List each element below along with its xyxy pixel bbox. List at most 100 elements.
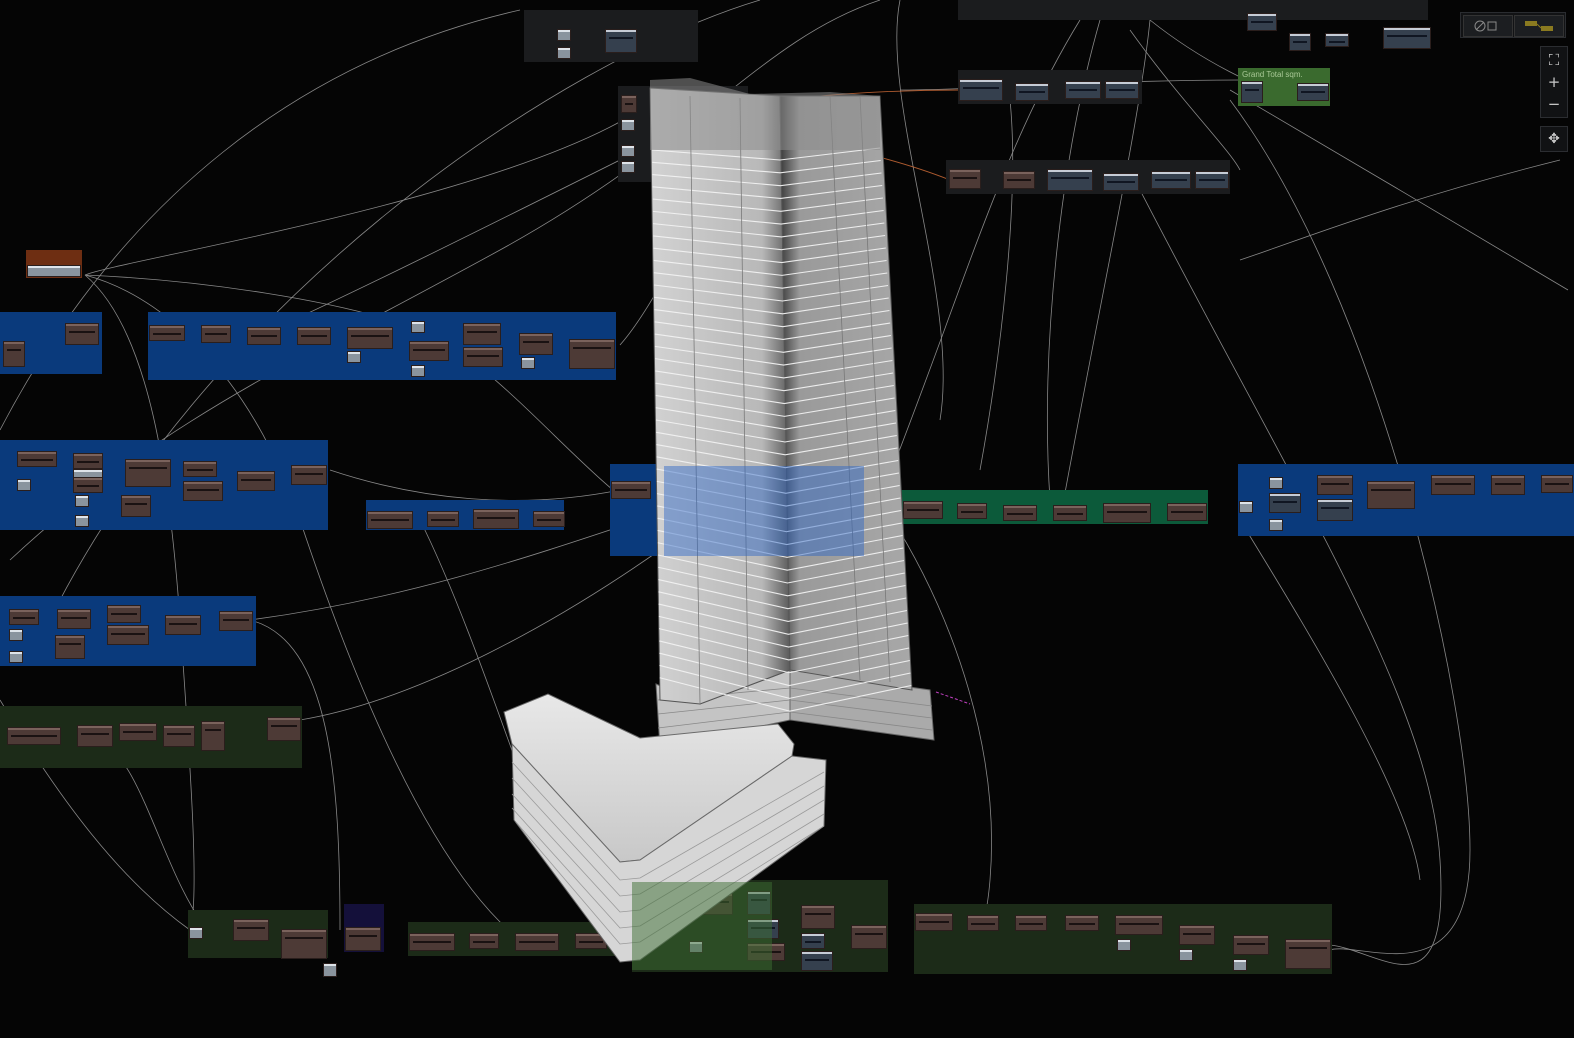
node[interactable] <box>802 934 824 948</box>
node[interactable] <box>464 348 502 366</box>
node[interactable] <box>1196 172 1228 188</box>
node[interactable] <box>428 512 458 526</box>
node[interactable] <box>1118 940 1130 950</box>
node[interactable] <box>164 726 194 746</box>
node[interactable] <box>1106 82 1138 98</box>
node[interactable] <box>120 724 156 740</box>
node[interactable] <box>570 340 614 368</box>
node[interactable] <box>108 626 148 644</box>
node[interactable] <box>220 612 252 630</box>
node[interactable] <box>1240 502 1252 512</box>
node[interactable] <box>622 96 636 112</box>
node[interactable] <box>622 162 634 172</box>
node[interactable] <box>202 722 224 750</box>
node[interactable] <box>410 934 454 950</box>
node[interactable] <box>150 326 184 340</box>
node[interactable] <box>10 630 22 640</box>
node[interactable] <box>166 616 200 634</box>
node[interactable] <box>248 328 280 344</box>
zoom-in-button[interactable]: + <box>1541 71 1567 93</box>
node[interactable] <box>606 30 636 52</box>
node[interactable] <box>1104 504 1150 522</box>
node[interactable] <box>1180 926 1214 944</box>
node[interactable] <box>1048 170 1092 190</box>
node[interactable] <box>1066 82 1100 98</box>
node[interactable] <box>1004 172 1034 188</box>
node[interactable] <box>28 266 80 276</box>
node[interactable] <box>1368 482 1414 508</box>
node[interactable] <box>1248 14 1276 30</box>
node[interactable] <box>1542 476 1572 492</box>
node[interactable] <box>76 516 88 526</box>
node[interactable] <box>58 610 90 628</box>
node[interactable] <box>802 906 834 928</box>
node[interactable] <box>1318 476 1352 494</box>
node[interactable] <box>916 914 952 930</box>
node[interactable] <box>1318 500 1352 520</box>
node[interactable] <box>184 482 222 500</box>
node[interactable] <box>324 964 336 976</box>
node[interactable] <box>56 636 84 658</box>
node[interactable] <box>558 48 570 58</box>
node[interactable] <box>1270 494 1300 512</box>
node[interactable] <box>108 606 140 622</box>
node[interactable] <box>74 470 102 478</box>
graph-preview-button[interactable] <box>1514 15 1564 37</box>
node[interactable] <box>464 324 500 344</box>
node[interactable] <box>1234 936 1268 954</box>
node[interactable] <box>1492 476 1524 494</box>
node[interactable] <box>576 934 606 948</box>
node[interactable] <box>522 358 534 368</box>
node[interactable] <box>558 30 570 40</box>
node[interactable] <box>18 480 30 490</box>
node[interactable] <box>470 934 498 948</box>
node[interactable] <box>622 146 634 156</box>
node[interactable] <box>8 728 60 744</box>
node[interactable] <box>1016 84 1048 100</box>
node[interactable] <box>534 512 564 526</box>
zoom-out-button[interactable]: − <box>1541 93 1567 115</box>
node[interactable] <box>1054 506 1086 520</box>
node[interactable] <box>1152 172 1190 188</box>
node[interactable] <box>78 726 112 746</box>
node[interactable] <box>410 342 448 360</box>
node[interactable] <box>74 478 102 492</box>
node[interactable] <box>968 916 998 930</box>
node[interactable] <box>268 718 300 740</box>
node[interactable] <box>412 366 424 376</box>
fit-view-button[interactable]: ⛶ <box>1541 49 1567 71</box>
node[interactable] <box>612 482 650 498</box>
node[interactable] <box>852 926 886 948</box>
node[interactable] <box>76 496 88 506</box>
node[interactable] <box>802 952 832 970</box>
node[interactable] <box>10 610 38 624</box>
node[interactable] <box>958 504 986 518</box>
node[interactable] <box>298 328 330 344</box>
node[interactable] <box>282 930 326 958</box>
node-group-top-right-strip[interactable] <box>958 0 1428 20</box>
node[interactable] <box>122 496 150 516</box>
node[interactable] <box>10 652 22 662</box>
node[interactable] <box>1432 476 1474 494</box>
node[interactable] <box>904 502 942 518</box>
pan-button[interactable]: ✥ <box>1540 126 1568 152</box>
node[interactable] <box>234 920 268 940</box>
node[interactable] <box>184 462 216 476</box>
node[interactable] <box>1242 82 1262 102</box>
node[interactable] <box>1168 504 1206 520</box>
node[interactable] <box>190 928 202 938</box>
node[interactable] <box>368 512 412 528</box>
node[interactable] <box>474 510 518 528</box>
node[interactable] <box>74 454 102 468</box>
node[interactable] <box>202 326 230 342</box>
node[interactable] <box>1180 950 1192 960</box>
node[interactable] <box>1016 916 1046 930</box>
node[interactable] <box>520 334 552 354</box>
node[interactable] <box>1384 28 1430 48</box>
node[interactable] <box>1004 506 1036 520</box>
node[interactable] <box>622 120 634 130</box>
node[interactable] <box>960 80 1002 100</box>
node[interactable] <box>18 452 56 466</box>
node[interactable] <box>292 466 326 484</box>
